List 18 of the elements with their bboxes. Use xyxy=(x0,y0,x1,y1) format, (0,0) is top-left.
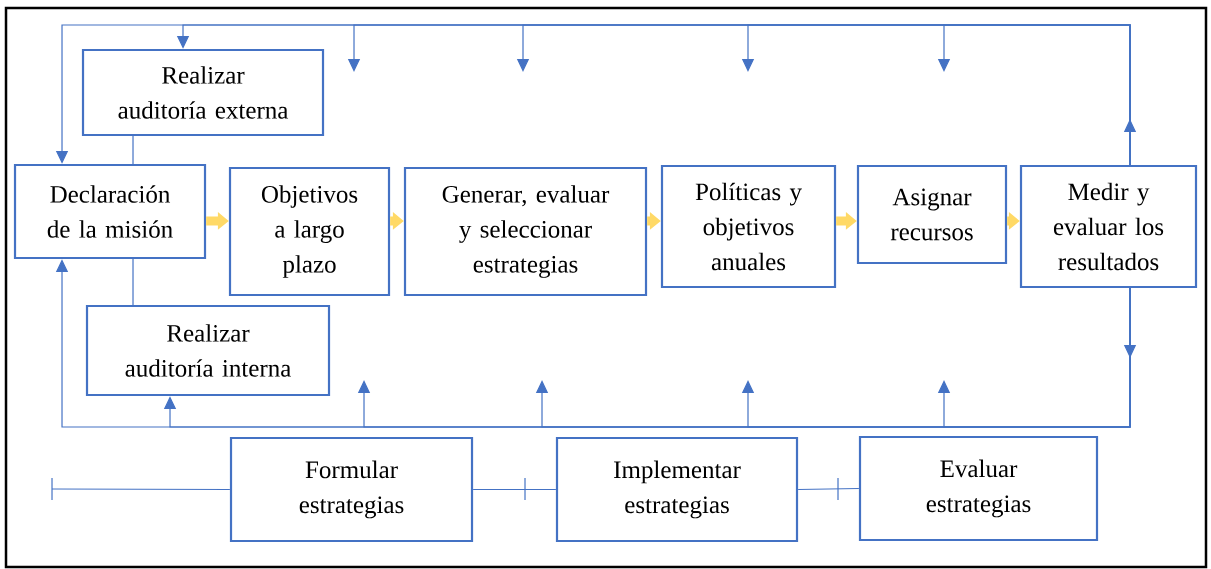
process-box: Realizar auditoría interna xyxy=(85,304,331,397)
process-box: Políticas y objetivos anuales xyxy=(660,164,837,289)
connector-line xyxy=(132,258,134,306)
process-box: Realizar auditoría externa xyxy=(81,48,325,137)
process-box: Asignar recursos xyxy=(856,164,1008,265)
process-box: Declaración de la misión xyxy=(13,163,207,260)
process-box: Evaluar estrategias xyxy=(858,435,1099,542)
connector-line xyxy=(472,488,557,491)
arrow xyxy=(937,287,1131,428)
arrow xyxy=(55,259,1137,428)
connector-line xyxy=(51,488,231,491)
process-box: Generar, evaluar y seleccionar estrategias xyxy=(403,166,648,297)
connector-line xyxy=(797,487,860,491)
process-box: Objetivos a largo plazo xyxy=(228,166,391,297)
process-box: Formular estrategias xyxy=(229,436,474,543)
process-box: Medir y evaluar los resultados xyxy=(1019,164,1198,289)
connector-line xyxy=(132,135,134,165)
process-box: Implementar estrategias xyxy=(555,436,799,543)
